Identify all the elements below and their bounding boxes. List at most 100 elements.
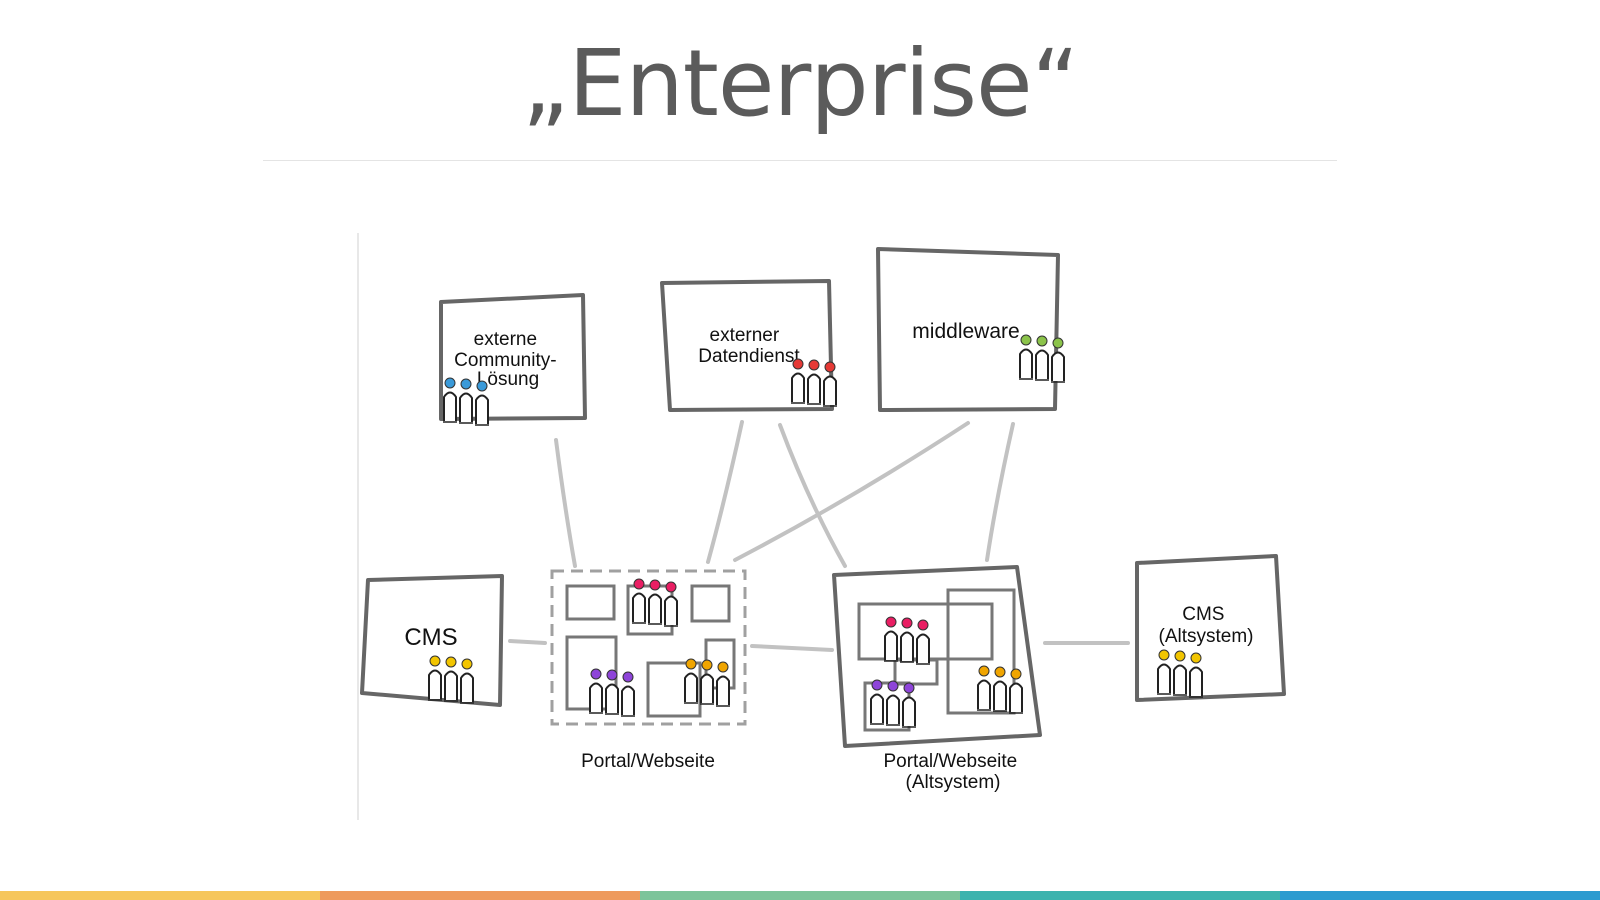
node-datendienst-box	[660, 279, 834, 412]
node-data-service: externer Datendienst	[660, 279, 837, 412]
person-head	[901, 617, 913, 629]
node-portal: Portal/Webseite	[550, 569, 747, 772]
person-head	[1174, 650, 1186, 662]
person-body	[684, 672, 698, 702]
team-icon-red	[791, 358, 837, 407]
person-body	[902, 696, 916, 726]
team-icon-orange	[977, 665, 1023, 714]
node-datendienst-label-1: externer	[710, 325, 780, 346]
connector-community-portal	[554, 438, 577, 568]
svg-text:CMS: CMS	[404, 624, 457, 651]
node-community-solution: externe Community- Lösung	[439, 293, 587, 426]
person-body	[459, 392, 473, 422]
person-body	[1157, 663, 1171, 693]
person-body	[1019, 348, 1033, 378]
footer-segment	[1280, 891, 1600, 900]
node-community-label-2: Community-	[454, 350, 556, 371]
person-body	[648, 593, 662, 623]
person-head	[445, 656, 457, 668]
person-head	[633, 578, 645, 590]
team-icon-pink	[632, 578, 678, 627]
person-body	[589, 682, 603, 712]
person-body	[823, 375, 837, 405]
person-body	[791, 372, 805, 402]
footer-segment	[0, 891, 320, 900]
connector-middleware-legacy	[985, 422, 1015, 562]
team-icon-purple	[870, 679, 916, 728]
person-body	[900, 631, 914, 661]
person-head	[665, 581, 677, 593]
person-head	[1010, 668, 1022, 680]
person-head	[808, 359, 820, 371]
person-body	[700, 673, 714, 703]
connector-portal-legacy	[750, 644, 834, 652]
title-divider	[263, 160, 1337, 161]
team-icon-pink	[884, 616, 930, 665]
portal-module	[690, 584, 731, 623]
person-body	[444, 670, 458, 700]
person-body	[916, 633, 930, 663]
node-portal-legacy-label-1: Portal/Webseite	[883, 751, 1017, 772]
person-body	[716, 675, 730, 705]
team-icon-green	[1019, 334, 1065, 383]
slide-title: „Enterprise“	[521, 30, 1080, 137]
person-body	[884, 630, 898, 660]
svg-text:externer Datendienst: externer Datendienst	[698, 325, 800, 367]
connector-datendienst-portal	[706, 420, 744, 564]
person-head	[717, 661, 729, 673]
person-head	[903, 682, 915, 694]
person-body	[1035, 349, 1049, 379]
person-body	[1189, 666, 1203, 696]
team-icon-blue	[443, 377, 489, 426]
team-icon-purple	[589, 668, 635, 717]
person-head	[622, 671, 634, 683]
svg-text:CMS (Altsystem): CMS (Altsystem)	[1159, 604, 1254, 647]
footer-color-bar	[0, 891, 1600, 900]
connector-datendienst-legacy	[778, 423, 847, 568]
footer-segment	[320, 891, 640, 900]
node-cms-legacy-box	[1135, 554, 1286, 702]
legacy-module	[946, 588, 1016, 715]
person-body	[632, 592, 646, 622]
node-middleware: middleware	[876, 247, 1065, 412]
portal-module	[646, 661, 702, 718]
team-icon-yellow	[1157, 649, 1203, 698]
person-body	[664, 595, 678, 625]
node-portal-legacy-label-2: (Altsystem)	[906, 772, 1001, 793]
svg-text:Portal/Webseite (Altsyst: Portal/Webseite (Altsystem)	[883, 751, 1022, 793]
footer-segment	[960, 891, 1280, 900]
node-cms-label: CMS	[404, 624, 457, 651]
person-head	[994, 666, 1006, 678]
svg-text:externe Community-: externe Community- Lösung	[454, 329, 562, 390]
person-body	[886, 694, 900, 724]
person-head	[887, 680, 899, 692]
person-head	[461, 658, 473, 670]
person-head	[871, 679, 883, 691]
person-head	[978, 665, 990, 677]
person-head	[685, 658, 697, 670]
svg-text:Portal/Webseite: Portal/Webseite	[581, 751, 715, 772]
person-body	[870, 693, 884, 723]
connectors	[508, 420, 1130, 652]
person-head	[824, 361, 836, 373]
person-head	[476, 380, 488, 392]
node-community-label-3: Lösung	[477, 369, 539, 390]
person-body	[605, 683, 619, 713]
person-head	[460, 378, 472, 390]
person-head	[1052, 337, 1064, 349]
person-head	[885, 616, 897, 628]
person-body	[807, 373, 821, 403]
footer-segment	[640, 891, 960, 900]
person-body	[1051, 351, 1065, 381]
connector-middleware-portal	[733, 421, 970, 562]
person-body	[428, 669, 442, 699]
person-head	[701, 659, 713, 671]
node-cms-legacy-label-1: CMS	[1182, 604, 1224, 625]
node-portal-label: Portal/Webseite	[581, 751, 715, 772]
node-portal-box	[550, 569, 747, 726]
person-body	[993, 680, 1007, 710]
person-body	[621, 685, 635, 715]
node-community-label-1: externe	[474, 329, 537, 350]
person-head	[1020, 334, 1032, 346]
person-head	[1036, 335, 1048, 347]
